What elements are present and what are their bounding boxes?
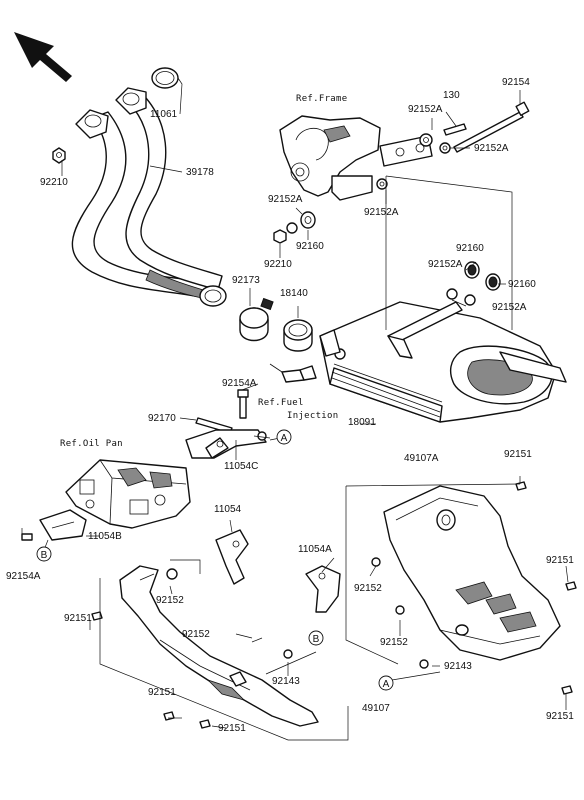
mount-hardware-right xyxy=(446,261,501,306)
label-92143-a: 92143 xyxy=(444,661,472,672)
label-92152A-5: 92152A xyxy=(428,259,463,270)
label-92154A-bottom: 92154A xyxy=(6,571,41,582)
label-92173: 92173 xyxy=(232,275,260,286)
bracket-11054B xyxy=(21,509,87,541)
label-92160-b: 92160 xyxy=(456,243,484,254)
label-92210-left: 92210 xyxy=(40,177,68,188)
exhaust-gasket xyxy=(151,67,179,89)
frame-bracket xyxy=(279,115,433,201)
label-130: 130 xyxy=(443,90,460,101)
orientation-arrow-icon xyxy=(14,32,72,82)
label-18091: 18091 xyxy=(348,417,376,428)
muffler-18091 xyxy=(319,301,567,423)
ref-frame: Ref.Frame xyxy=(296,94,348,104)
label-92152A-2: 92152A xyxy=(474,143,509,154)
mount-hardware-top xyxy=(376,101,530,190)
bracket-11054 xyxy=(215,529,249,585)
label-92170: 92170 xyxy=(148,413,176,424)
label-92152A-3: 92152A xyxy=(268,194,303,205)
label-92154-top: 92154 xyxy=(502,77,530,88)
label-49107A: 49107A xyxy=(404,453,439,464)
label-92151-6: 92151 xyxy=(218,723,246,734)
label-92152-4: 92152 xyxy=(380,637,408,648)
heat-shield-49107 xyxy=(119,565,319,727)
bracket-11054A xyxy=(305,565,341,613)
exhaust-header-pipe xyxy=(71,87,227,307)
exhaust-sleeve-18140 xyxy=(283,319,313,352)
label-49107: 49107 xyxy=(362,703,390,714)
svg-text:B: B xyxy=(313,634,320,645)
label-92151-4: 92151 xyxy=(148,687,176,698)
nut-92210-left xyxy=(52,147,66,164)
oxygen-sensor xyxy=(269,363,317,383)
label-92154A-top: 92154A xyxy=(222,378,257,389)
label-92152A-6: 92152A xyxy=(492,302,527,313)
svg-text:A: A xyxy=(281,433,288,444)
label-92152A-1: 92152A xyxy=(408,104,443,115)
svg-text:B: B xyxy=(41,550,48,561)
callout-b-lower: B xyxy=(36,546,52,562)
label-92151-3: 92151 xyxy=(64,613,92,624)
label-92143-b: 92143 xyxy=(272,676,300,687)
label-11054B: 11054B xyxy=(88,531,122,542)
label-92152-1: 92152 xyxy=(354,583,382,594)
label-11054-top: 11054 xyxy=(214,504,242,515)
mount-hardware-middle xyxy=(273,211,316,244)
assembly-outline-boxes xyxy=(21,175,521,741)
heat-shield-49107A xyxy=(383,485,561,661)
label-92151-1: 92151 xyxy=(504,449,532,460)
label-11054C: 11054C xyxy=(224,461,259,472)
oil-pan xyxy=(65,459,191,529)
callout-b-upper: B xyxy=(308,630,324,646)
label-92151-5: 92151 xyxy=(546,711,574,722)
ref-fuel-line1: Ref.Fuel xyxy=(258,398,304,408)
label-92152-3: 92152 xyxy=(182,629,210,640)
bolt-and-pin xyxy=(195,389,249,434)
callout-a-upper: A xyxy=(276,429,292,445)
svg-text:A: A xyxy=(383,679,390,690)
ref-fuel-line2: Injection xyxy=(287,411,339,421)
label-92152-2: 92152 xyxy=(156,595,184,606)
label-92151-2: 92151 xyxy=(546,555,574,566)
exhaust-clamp-92173 xyxy=(239,297,274,342)
label-11061: 11061 xyxy=(150,109,178,120)
callout-a-lower: A xyxy=(378,675,394,691)
label-11054A: 11054A xyxy=(298,544,332,555)
label-92160-c: 92160 xyxy=(508,279,536,290)
label-92210-middle: 92210 xyxy=(264,259,292,270)
ref-oil-pan: Ref.Oil Pan xyxy=(60,439,123,449)
label-92160-a: 92160 xyxy=(296,241,324,252)
label-18140: 18140 xyxy=(280,288,308,299)
bracket-11054C xyxy=(185,429,267,459)
label-39178: 39178 xyxy=(186,167,214,178)
label-92152A-4: 92152A xyxy=(364,207,399,218)
